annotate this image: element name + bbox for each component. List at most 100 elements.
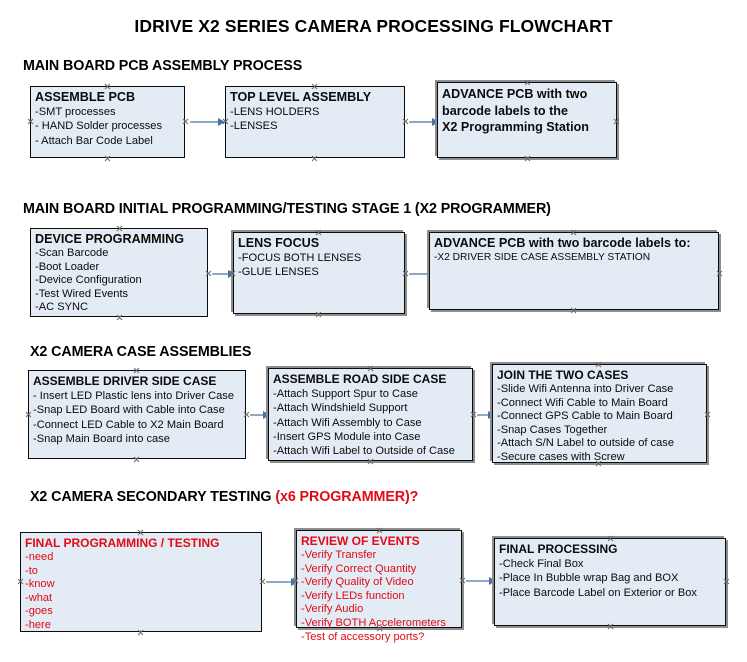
- box-line: -Boot Loader: [35, 260, 100, 273]
- box-title: TOP LEVEL ASSEMBLY: [230, 90, 372, 104]
- box-line: -Check Final Box: [499, 558, 584, 570]
- page-title: IDRIVE X2 SERIES CAMERA PROCESSING FLOWC…: [134, 16, 613, 36]
- box-device-programming[interactable]: DEVICE PROGRAMMING -Scan Barcode -Boot L…: [30, 228, 208, 317]
- box-line: -Verify Audio: [301, 603, 364, 616]
- box-title: FINAL PROGRAMMING / TESTING: [25, 536, 220, 550]
- box-title: JOIN THE TWO CASES: [497, 368, 629, 382]
- box-line: -Verify Transfer: [301, 549, 377, 561]
- arrow-shaft: [190, 121, 218, 123]
- box-lens-focus[interactable]: LENS FOCUS -FOCUS BOTH LENSES -GLUE LENS…: [233, 232, 405, 314]
- box-title-line: X2 Programming Station: [442, 120, 589, 134]
- box-line-overflow: -Test of accessory ports?: [301, 630, 425, 643]
- box-assemble-pcb[interactable]: ASSEMBLE PCB -SMT processes - HAND Solde…: [30, 86, 185, 158]
- arrow-head: [228, 269, 235, 278]
- arrow-shaft: [466, 580, 489, 582]
- arrow-shaft: [250, 414, 263, 416]
- box-line: -goes: [25, 605, 53, 618]
- box-line: -Place In Bubble wrap Bag and BOX: [499, 572, 679, 585]
- section-heading-case-assemblies: X2 CAMERA CASE ASSEMBLIES: [30, 344, 251, 360]
- box-title: REVIEW OF EVENTS: [301, 534, 420, 548]
- box-line: -Attach S/N Label to outside of case: [497, 437, 674, 450]
- box-line: -Snap Cases Together: [497, 423, 608, 436]
- box-title-line: ADVANCE PCB with two: [442, 87, 588, 101]
- box-line: -Insert GPS Module into Case: [273, 430, 421, 443]
- arrow-road-case-to-join-cases: [477, 410, 495, 419]
- box-line: -SMT processes: [35, 106, 116, 118]
- section-heading-text: MAIN BOARD PCB ASSEMBLY PROCESS: [23, 58, 303, 74]
- arrow-final-programming-to-review: [266, 577, 298, 586]
- box-line: -Secure cases with Screw: [497, 450, 625, 463]
- box-line: -to: [25, 564, 38, 577]
- box-line: -Snap LED Board with Cable into Case: [33, 404, 225, 417]
- arrow-shaft: [477, 414, 488, 416]
- arrow-shaft: [266, 581, 291, 583]
- box-advance-pcb-driver-side-case[interactable]: ADVANCE PCB with two barcode labels to: …: [429, 232, 719, 310]
- box-line: -Test Wired Events: [35, 287, 129, 300]
- box-assemble-road-side-case[interactable]: ASSEMBLE ROAD SIDE CASE -Attach Support …: [268, 368, 473, 461]
- box-line: -Attach Wifi Assembly to Case: [273, 416, 422, 429]
- box-line: -LENS HOLDERS: [230, 106, 320, 118]
- box-line: -Attach Support Spur to Case: [273, 388, 418, 400]
- box-line: -Verify Quality of Video: [301, 576, 414, 589]
- box-line: - Insert LED Plastic lens into Driver Ca…: [33, 390, 234, 402]
- box-line: -need: [25, 551, 54, 563]
- arrow-shaft: [409, 273, 427, 275]
- box-line: - Attach Bar Code Label: [35, 134, 153, 147]
- box-join-the-two-cases[interactable]: JOIN THE TWO CASES -Slide Wifi Antenna i…: [492, 364, 707, 463]
- box-line: -Verify Correct Quantity: [301, 562, 417, 575]
- box-title: ASSEMBLE DRIVER SIDE CASE: [33, 374, 217, 388]
- box-title: ADVANCE PCB with two barcode labels to:: [434, 236, 691, 250]
- box-line: -Attach Wifi Label to Outside of Case: [273, 445, 455, 458]
- box-title-line: barcode labels to the: [442, 103, 568, 118]
- box-line: -Scan Barcode: [35, 247, 109, 259]
- arrow-shaft: [409, 121, 432, 123]
- arrow-head: [488, 410, 495, 419]
- box-line: -Verify BOTH Accelerometers: [301, 616, 446, 629]
- box-line: -X2 DRIVER SIDE CASE ASSEMBLY STATION: [434, 252, 651, 263]
- box-line: -FOCUS BOTH LENSES: [238, 252, 362, 264]
- box-line: -know: [25, 578, 55, 591]
- box-title: DEVICE PROGRAMMING: [35, 232, 185, 246]
- section-heading-accent: (x6 PROGRAMMER)?: [275, 489, 419, 505]
- box-line: -LENSES: [230, 120, 278, 133]
- box-line: -Place Barcode Label on Exterior or Box: [499, 586, 697, 599]
- section-heading-text: MAIN BOARD INITIAL PROGRAMMING/TESTING S…: [23, 201, 551, 217]
- box-line: -Attach Windshield Support: [273, 402, 408, 415]
- section-heading-text: X2 CAMERA CASE ASSEMBLIES: [30, 344, 252, 360]
- box-line: -AC SYNC: [35, 301, 89, 314]
- arrow-review-to-final-processing: [466, 576, 496, 585]
- box-top-level-assembly[interactable]: TOP LEVEL ASSEMBLY -LENS HOLDERS -LENSES: [225, 86, 405, 158]
- arrow-head: [263, 410, 270, 419]
- box-final-processing[interactable]: FINAL PROCESSING -Check Final Box -Place…: [494, 538, 726, 626]
- section-heading-secondary-testing: X2 CAMERA SECONDARY TESTING (x6 PROGRAMM…: [30, 489, 418, 505]
- arrow-assemble-pcb-to-top-level: [190, 117, 225, 126]
- arrow-top-level-to-advance-pcb: [409, 117, 439, 126]
- box-line: -Snap Main Board into case: [33, 432, 170, 445]
- box-advance-pcb-programming-station[interactable]: ADVANCE PCB with two barcode labels to t…: [437, 82, 617, 158]
- box-final-programming-testing[interactable]: FINAL PROGRAMMING / TESTING -need -to -k…: [20, 532, 262, 632]
- box-title: ASSEMBLE PCB: [35, 90, 136, 104]
- box-line: -Verify LEDs function: [301, 589, 405, 602]
- box-line: -Connect LED Cable to X2 Main Board: [33, 418, 224, 431]
- box-line: -Connect Wifi Cable to Main Board: [497, 396, 668, 409]
- box-assemble-driver-side-case[interactable]: ASSEMBLE DRIVER SIDE CASE - Insert LED P…: [28, 370, 246, 459]
- box-line: -GLUE LENSES: [238, 266, 319, 279]
- section-heading-text: X2 CAMERA SECONDARY TESTING: [30, 489, 276, 505]
- box-title: LENS FOCUS: [238, 236, 320, 250]
- arrow-device-programming-to-lens-focus: [212, 269, 235, 278]
- arrow-head: [291, 577, 298, 586]
- box-line: - HAND Solder processes: [35, 120, 163, 133]
- arrow-head: [432, 117, 439, 126]
- arrow-shaft: [212, 273, 228, 275]
- box-line: -Slide Wifi Antenna into Driver Case: [497, 383, 674, 395]
- arrow-driver-case-to-road-case: [250, 410, 270, 419]
- box-title: FINAL PROCESSING: [499, 542, 618, 556]
- box-line: -Connect GPS Cable to Main Board: [497, 410, 673, 423]
- box-title: ASSEMBLE ROAD SIDE CASE: [273, 372, 447, 386]
- arrow-head: [218, 117, 225, 126]
- section-heading-pcb-assembly: MAIN BOARD PCB ASSEMBLY PROCESS: [23, 58, 302, 74]
- section-heading-initial-programming: MAIN BOARD INITIAL PROGRAMMING/TESTING S…: [23, 201, 551, 217]
- box-line: -Device Configuration: [35, 274, 142, 287]
- box-review-of-events[interactable]: REVIEW OF EVENTS -Verify Transfer -Verif…: [296, 530, 462, 643]
